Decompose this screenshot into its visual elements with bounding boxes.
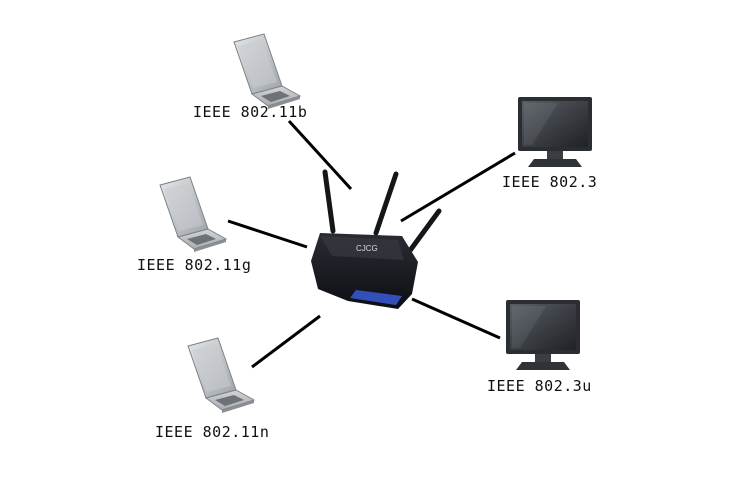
laptop-icon [159,176,227,253]
router-icon: CJCG [311,169,442,309]
connection-lines [227,119,516,369]
link-laptop-mid [227,219,308,249]
link-laptop-bottom [251,314,321,369]
device-label: IEEE 802.3u [487,377,592,395]
monitor-icon [518,97,592,167]
link-monitor-top [400,151,516,223]
monitor-icon [506,300,580,370]
router-brand: CJCG [356,244,378,253]
device-label: IEEE 802.11n [155,423,270,441]
device-label: IEEE 802.3 [502,173,598,191]
device-label: IEEE 802.11g [137,256,252,274]
device-label: IEEE 802.11b [193,103,308,121]
laptop-icon [187,337,255,414]
laptop-icon [233,33,301,110]
link-laptop-top [287,119,353,191]
link-monitor-bottom [411,297,501,340]
